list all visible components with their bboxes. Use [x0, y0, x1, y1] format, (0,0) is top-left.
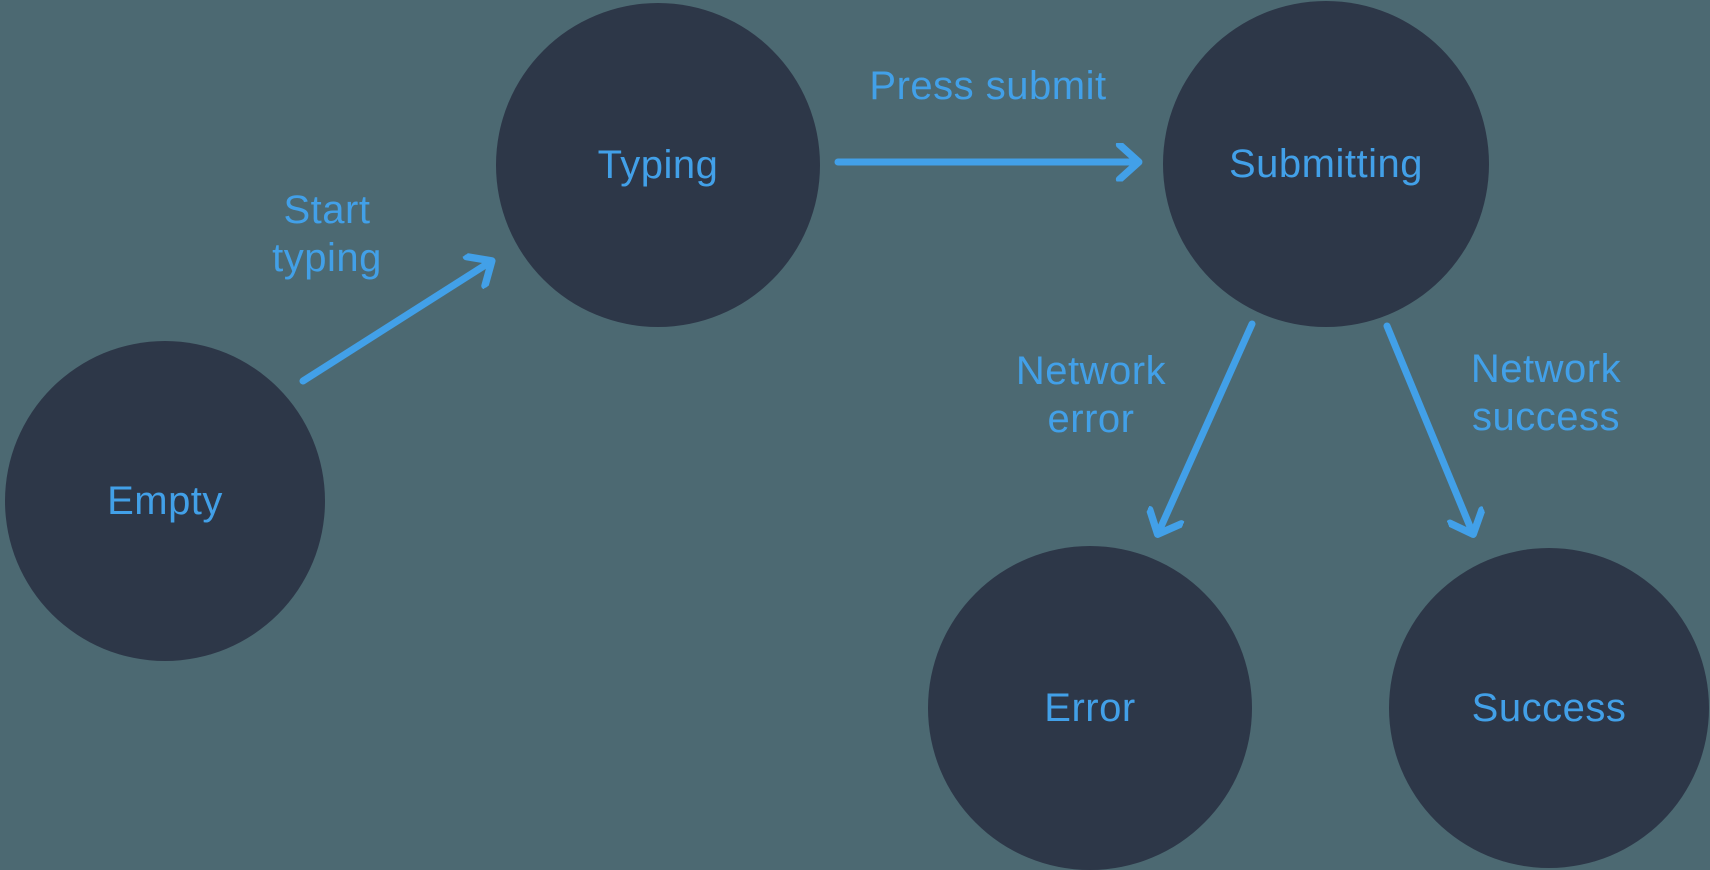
edge-label-line: Network: [1015, 349, 1167, 393]
edge-label-start-typing: Start typing: [272, 186, 382, 282]
edge-network-success-arrow: [1383, 322, 1471, 529]
state-node-error: Error: [928, 546, 1252, 870]
state-node-submitting: Submitting: [1163, 1, 1489, 327]
state-node-label: Empty: [107, 478, 223, 523]
state-node-label: Typing: [597, 142, 719, 187]
state-node-empty: Empty: [5, 341, 325, 661]
edge-network-error-arrow: [1160, 320, 1256, 529]
edge-label-line: success: [1471, 395, 1620, 439]
edge-label-network-success: Network success: [1471, 345, 1621, 441]
edge-label-line: typing: [272, 236, 382, 280]
edge-label-press-submit: Press submit: [869, 62, 1106, 110]
edge-label-line: Press submit: [869, 64, 1107, 108]
edge-label-line: Start: [283, 188, 371, 232]
state-node-label: Success: [1471, 685, 1627, 730]
state-node-label: Submitting: [1229, 141, 1423, 186]
edge-label-network-error: Network error: [1016, 347, 1166, 443]
state-node-label: Error: [1044, 685, 1136, 730]
edge-label-line: error: [1047, 397, 1135, 441]
edge-label-line: Network: [1470, 347, 1622, 391]
state-node-success: Success: [1389, 548, 1709, 868]
state-node-typing: Typing: [496, 3, 820, 327]
